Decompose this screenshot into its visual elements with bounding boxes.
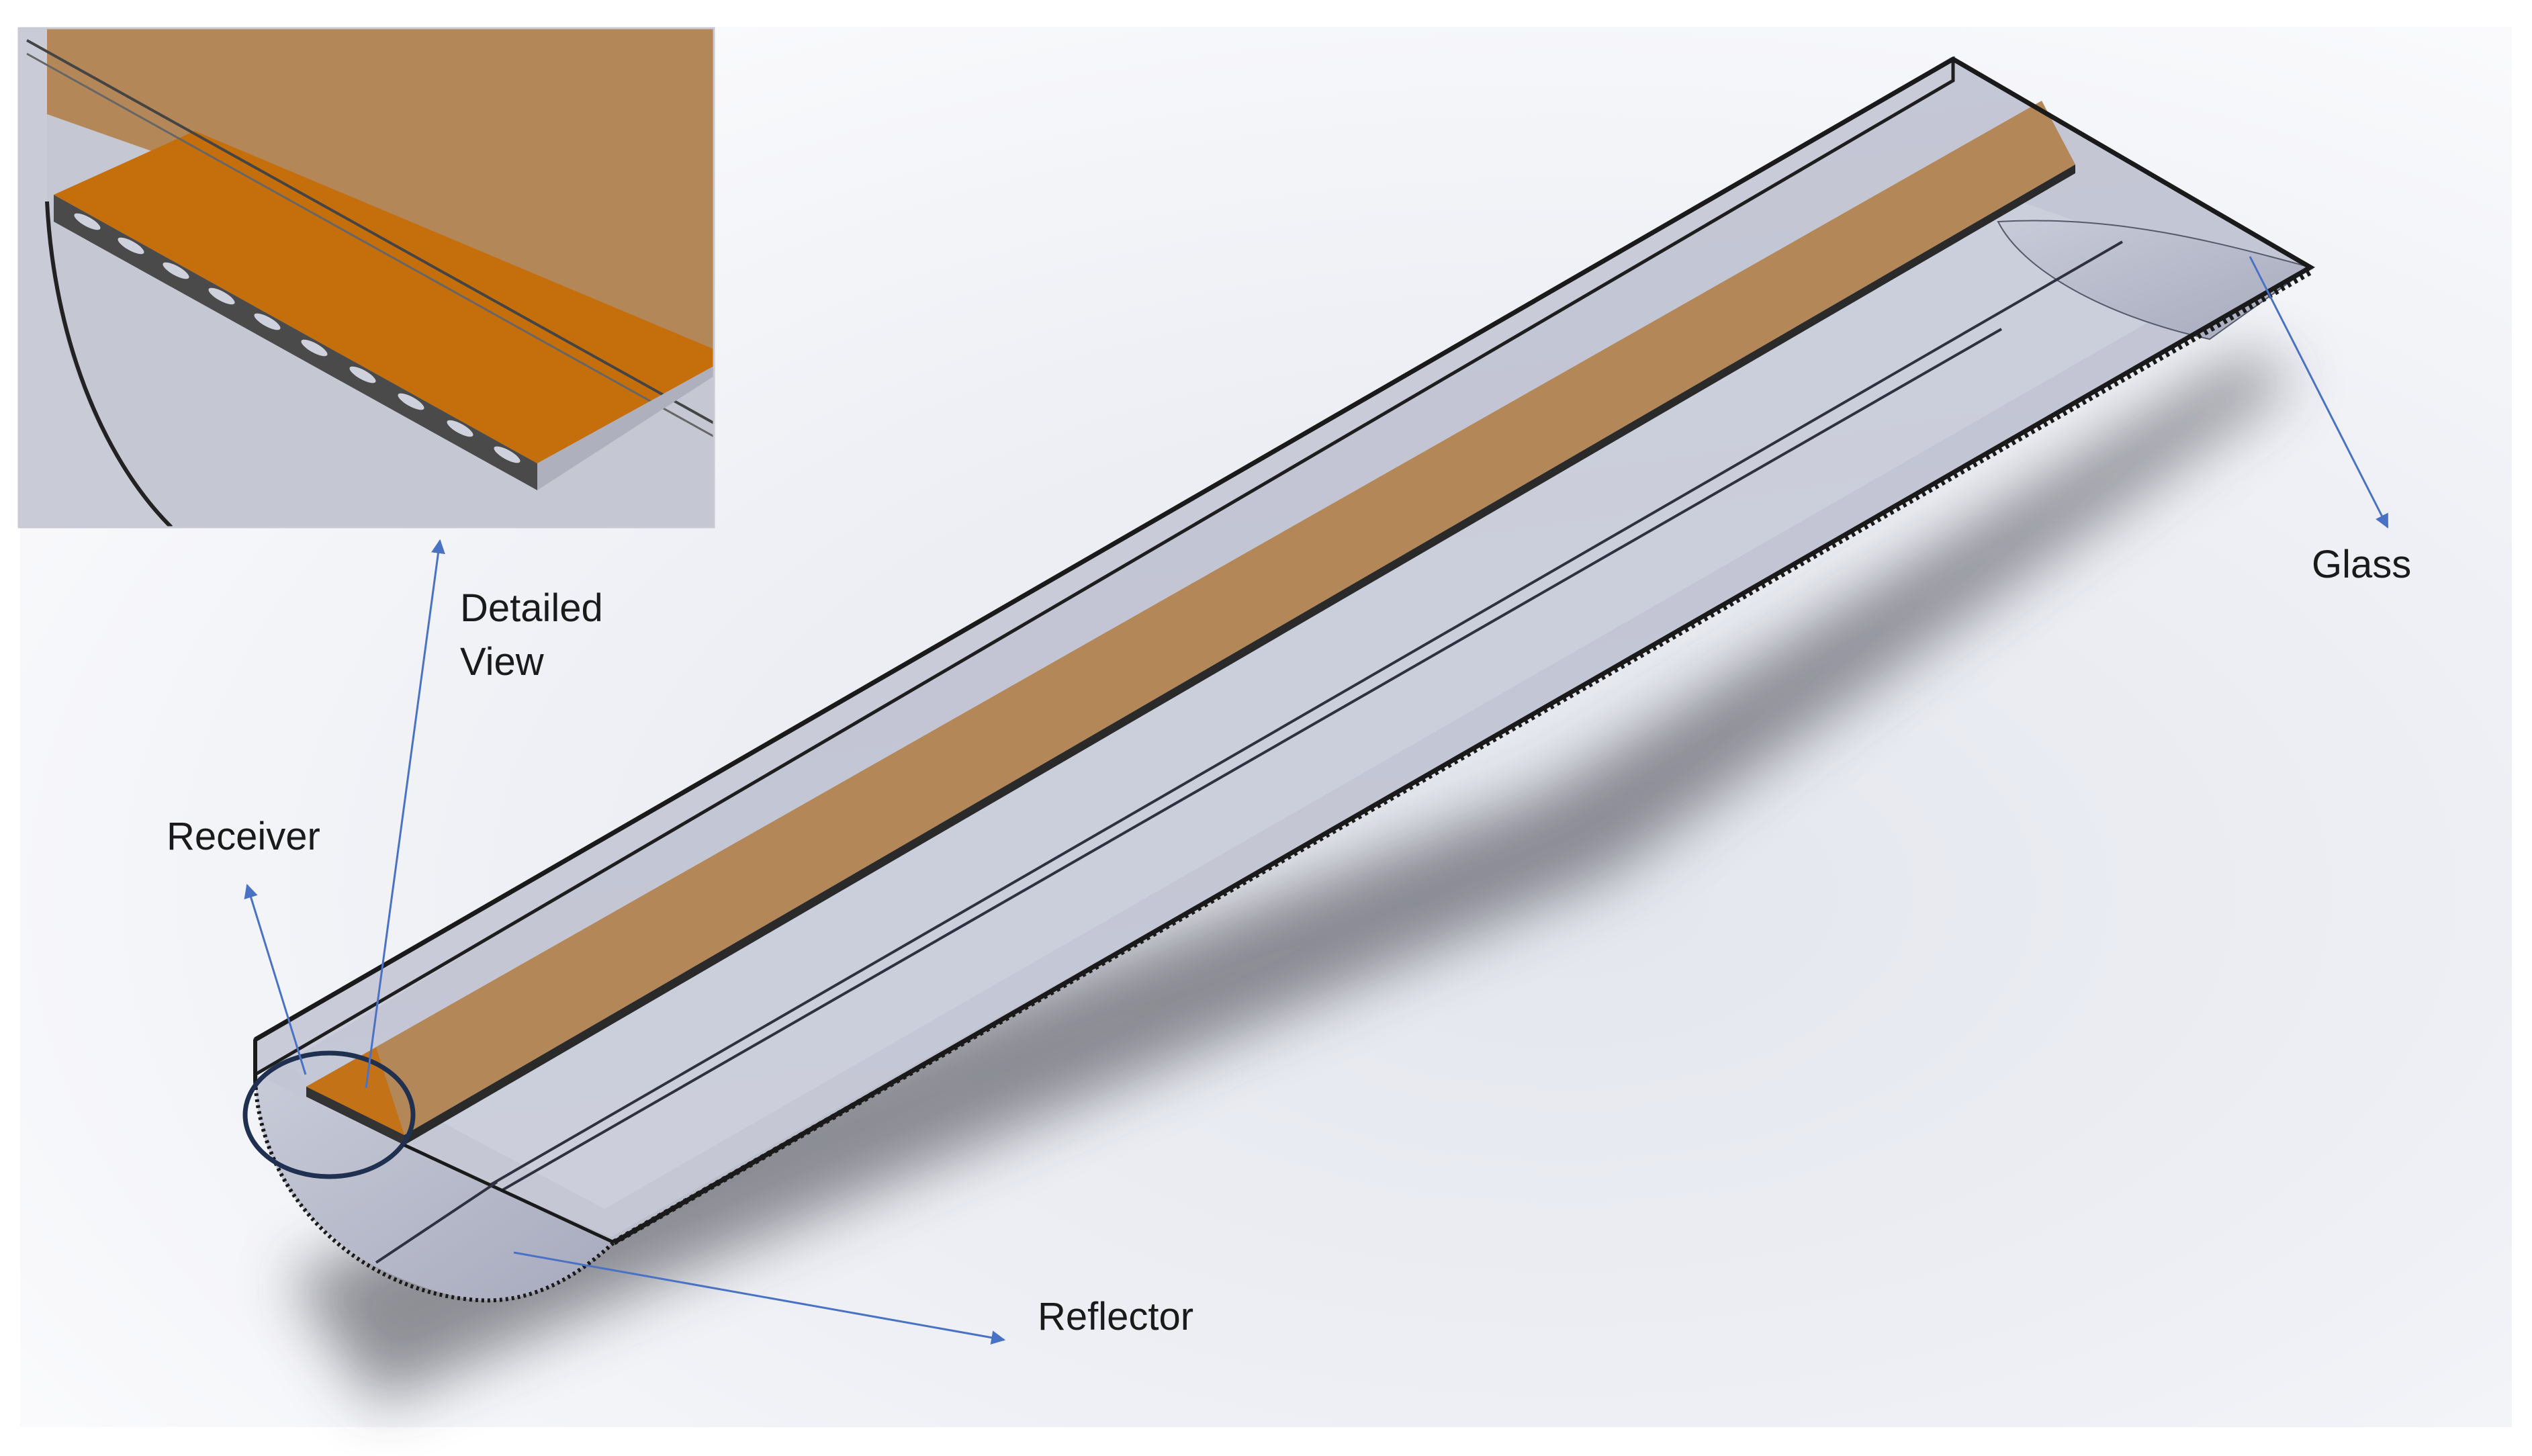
glass-label: Glass [2312, 543, 2411, 586]
receiver-label: Receiver [167, 815, 320, 858]
annotation-arrows [244, 256, 2389, 1345]
front-end-diagonal [403, 1143, 615, 1244]
reflector-arrow [513, 1251, 1006, 1345]
receiver-channels [74, 213, 521, 463]
receiver-front [306, 1048, 404, 1135]
receiver-arrow [244, 883, 307, 1075]
glass-arrow [2249, 256, 2389, 529]
front-end-section [255, 1075, 614, 1301]
detailed-view-label-line2: View [460, 640, 545, 684]
glass-highlight [403, 195, 2230, 1209]
reflector-line-upper [482, 240, 2124, 1190]
front-end-curve [253, 1081, 616, 1303]
reflector-bottom-edge [612, 269, 2312, 1245]
receiver-plate [306, 101, 2075, 1135]
reflector-line-lower [375, 328, 2002, 1264]
receiver-edge [306, 1087, 404, 1145]
detailed-view-inset [19, 28, 714, 527]
inset-border [17, 27, 715, 529]
receiver-side-edge [404, 165, 2075, 1145]
detail-highlight-circle [242, 1050, 416, 1179]
detailed-view-arrow [365, 539, 445, 1089]
solar-collector [253, 56, 2315, 1303]
detailed-view-label-line1: Detailed [460, 586, 603, 630]
front-end-inner-line [375, 1181, 498, 1264]
reflector-label: Reflector [1038, 1295, 1193, 1338]
